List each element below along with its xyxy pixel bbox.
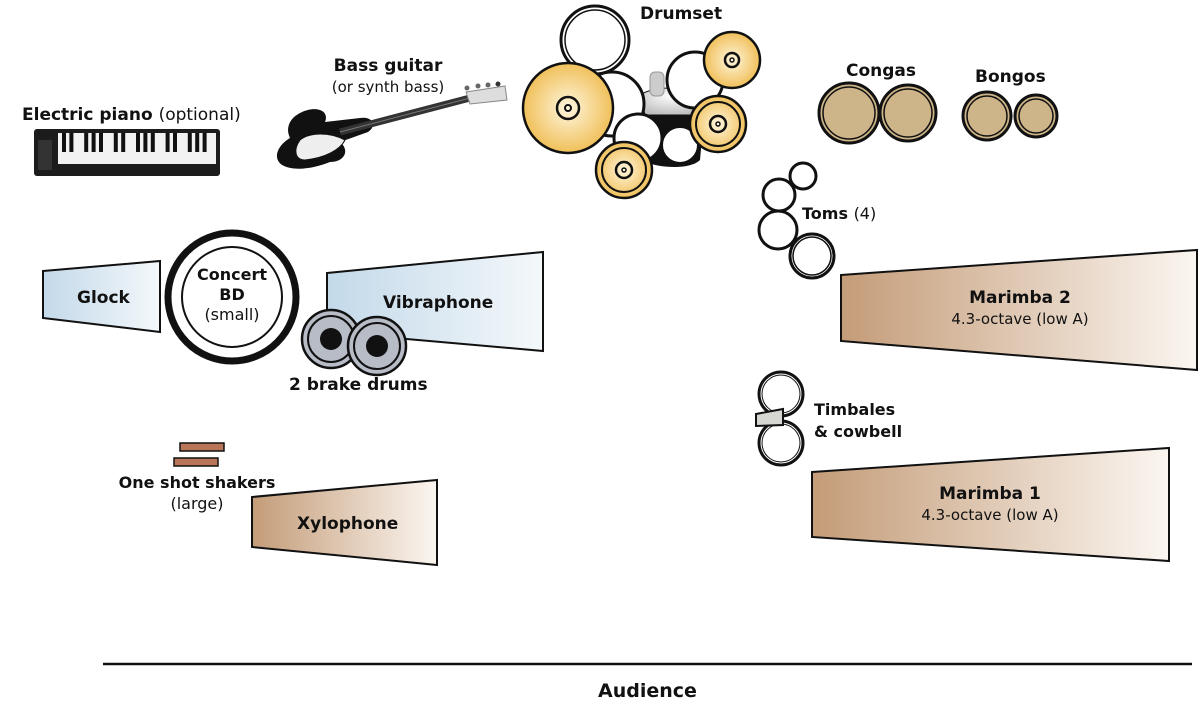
electric-piano-label: Electric piano (optional) xyxy=(22,105,241,126)
marimba-1-label: Marimba 1 4.3-octave (low A) xyxy=(870,484,1110,526)
marimba-2-name: Marimba 2 xyxy=(969,288,1071,308)
electric-piano-note: (optional) xyxy=(158,105,241,125)
marimba-1 xyxy=(811,446,1170,563)
shakers-label: One shot shakers (large) xyxy=(112,472,282,514)
concert-bass-drum xyxy=(164,229,300,365)
concert-bd-line1: Concert xyxy=(197,265,267,284)
piano-black-key xyxy=(165,133,170,152)
piano-black-key xyxy=(84,133,89,152)
congas xyxy=(817,81,938,145)
bass-guitar-note: (or synth bass) xyxy=(331,78,445,96)
piano-black-key xyxy=(202,133,207,152)
concert-bd-note: (small) xyxy=(204,305,260,324)
concert-bd-line2: BD xyxy=(219,285,245,304)
marimba-1-name: Marimba 1 xyxy=(939,484,1041,504)
piano-black-key xyxy=(62,133,66,152)
vibraphone-label: Vibraphone xyxy=(383,293,494,313)
timbales-label: Timbales & cowbell xyxy=(814,399,902,443)
drumset-label: Drumset xyxy=(640,4,723,24)
electric-piano-name: Electric piano xyxy=(22,105,153,125)
bass-guitar-label: Bass guitar (or synth bass) xyxy=(318,56,458,98)
brake-drums xyxy=(300,308,408,377)
toms-note: (4) xyxy=(853,204,877,223)
shakers-note: (large) xyxy=(170,494,224,513)
piano-black-key xyxy=(69,133,74,152)
timbales-cowbell xyxy=(755,370,805,467)
piano-black-key xyxy=(150,133,155,152)
shakers-name: One shot shakers xyxy=(118,473,276,492)
marimba-2 xyxy=(840,248,1198,372)
piano-black-key xyxy=(195,133,200,152)
glock xyxy=(42,259,161,334)
piano-black-key xyxy=(121,133,126,152)
concert-bd-label: Concert BD (small) xyxy=(192,265,272,325)
xylophone-label: Xylophone xyxy=(297,514,399,534)
piano-black-key xyxy=(91,133,96,152)
piano-black-key xyxy=(113,133,118,152)
piano-black-key xyxy=(136,133,140,152)
bass-guitar-name: Bass guitar xyxy=(333,56,443,76)
one-shot-shakers xyxy=(173,442,225,467)
glock-label: Glock xyxy=(77,288,130,308)
audience-label: Audience xyxy=(598,680,697,702)
bongos xyxy=(961,90,1059,142)
marimba-2-note: 4.3-octave (low A) xyxy=(951,310,1089,328)
marimba-2-label: Marimba 2 4.3-octave (low A) xyxy=(900,288,1140,330)
electric-piano xyxy=(34,129,220,176)
piano-black-key xyxy=(99,133,103,152)
bass-guitar-icon xyxy=(276,81,508,169)
piano-black-key xyxy=(173,133,177,152)
bongos-label: Bongos xyxy=(975,67,1046,87)
brake-drums-label: 2 brake drums xyxy=(289,375,428,395)
drumset xyxy=(521,4,762,200)
xylophone xyxy=(251,478,438,567)
timbales-line2: & cowbell xyxy=(814,422,903,441)
marimba-1-note: 4.3-octave (low A) xyxy=(921,506,1059,524)
piano-black-key xyxy=(187,133,192,152)
timbales-line1: Timbales xyxy=(814,400,896,419)
piano-black-key xyxy=(143,133,148,152)
congas-label: Congas xyxy=(846,61,917,81)
toms-name: Toms xyxy=(802,204,848,223)
toms-label: Toms (4) xyxy=(802,203,876,224)
toms xyxy=(757,161,836,280)
